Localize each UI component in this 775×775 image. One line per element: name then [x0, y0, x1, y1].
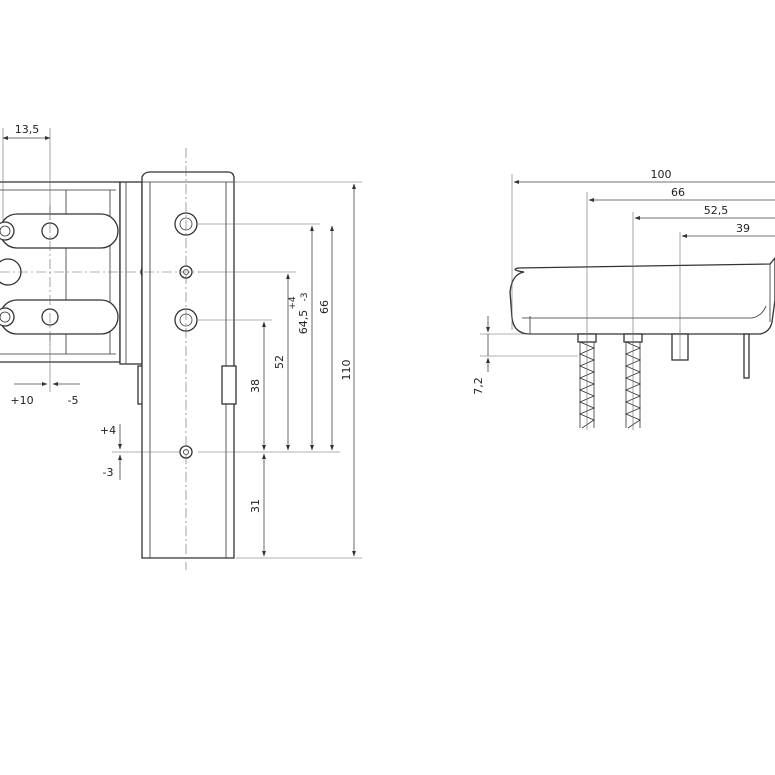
- screw-head: [0, 307, 15, 327]
- front-view: 13,5 +10 -5 +4 -3: [0, 123, 362, 570]
- dim-110: 110: [340, 183, 356, 557]
- dim-label: 38: [249, 379, 262, 393]
- dim-label: 66: [318, 300, 331, 314]
- center-lines: [0, 148, 200, 570]
- dim-label: 110: [340, 360, 353, 381]
- dim-tolerance-plus: +4: [288, 296, 298, 310]
- dim-label: 39: [736, 222, 750, 235]
- dim-label: -5: [68, 394, 79, 407]
- dim-13-5: 13,5: [2, 123, 51, 220]
- side-view: 100 66 52,5 39 7,2: [472, 168, 775, 430]
- dim-100: 100: [513, 168, 775, 184]
- dim-label: 66: [671, 186, 685, 199]
- dim-64-5: 64,5 +4 -3: [288, 225, 314, 451]
- frame-part: [141, 171, 237, 559]
- side-extension-lines: [480, 174, 681, 430]
- dim-label: 13,5: [15, 123, 40, 136]
- dim-label: 52,5: [704, 204, 729, 217]
- screw-head: [0, 221, 15, 241]
- dim-tolerance-minus: -3: [300, 293, 310, 302]
- dim-horizontal-adjust: +10 -5: [10, 334, 80, 407]
- hinge-pin: [743, 333, 750, 379]
- dim-label: 52: [273, 355, 286, 369]
- dim-66-side: 66: [588, 186, 775, 202]
- dim-39: 39: [681, 222, 775, 238]
- dim-label: 100: [651, 168, 672, 181]
- dim-label: +4: [100, 424, 116, 437]
- dim-height-adjust: +4 -3: [100, 424, 180, 480]
- dim-label: 7,2: [472, 377, 485, 395]
- dim-52-5: 52,5: [634, 204, 775, 220]
- dim-38: 38: [249, 321, 266, 451]
- dim-label: +10: [10, 394, 33, 407]
- dim-31: 31: [249, 453, 266, 557]
- dim-7-2: 7,2: [472, 316, 490, 395]
- dim-66: 66: [318, 225, 334, 451]
- dim-label: -3: [103, 466, 114, 479]
- dim-label: 64,5: [297, 310, 310, 335]
- hinge-body-profile: [509, 256, 775, 335]
- dim-52: 52: [273, 273, 290, 451]
- vertical-extension-lines: [198, 181, 362, 559]
- dim-label: 31: [249, 499, 262, 513]
